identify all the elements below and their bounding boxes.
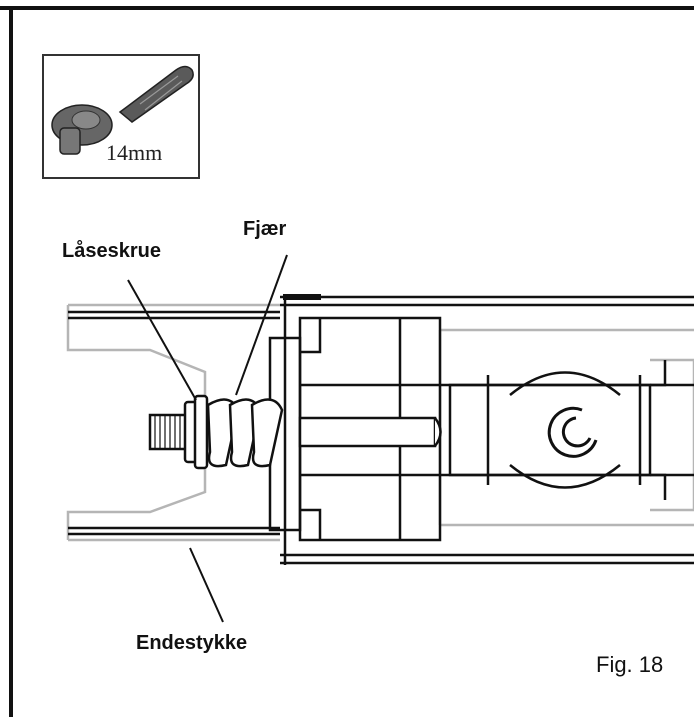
figure-caption: Fig. 18 [596, 652, 664, 677]
leader-lines [127, 254, 288, 623]
label-lock-screw: Låseskrue [62, 240, 161, 262]
ratchet-wrench-icon [51, 65, 194, 155]
shaft [298, 416, 442, 448]
rail-lines [68, 295, 694, 565]
snap-ring [547, 406, 598, 458]
label-spring: Fjær [243, 218, 287, 240]
figure-border [0, 6, 694, 717]
lock-screw [148, 394, 209, 470]
tool-size-label: 14mm [106, 140, 163, 165]
label-end-piece: Endestykke [136, 632, 248, 654]
spring [206, 398, 284, 468]
tool-box [42, 54, 200, 179]
